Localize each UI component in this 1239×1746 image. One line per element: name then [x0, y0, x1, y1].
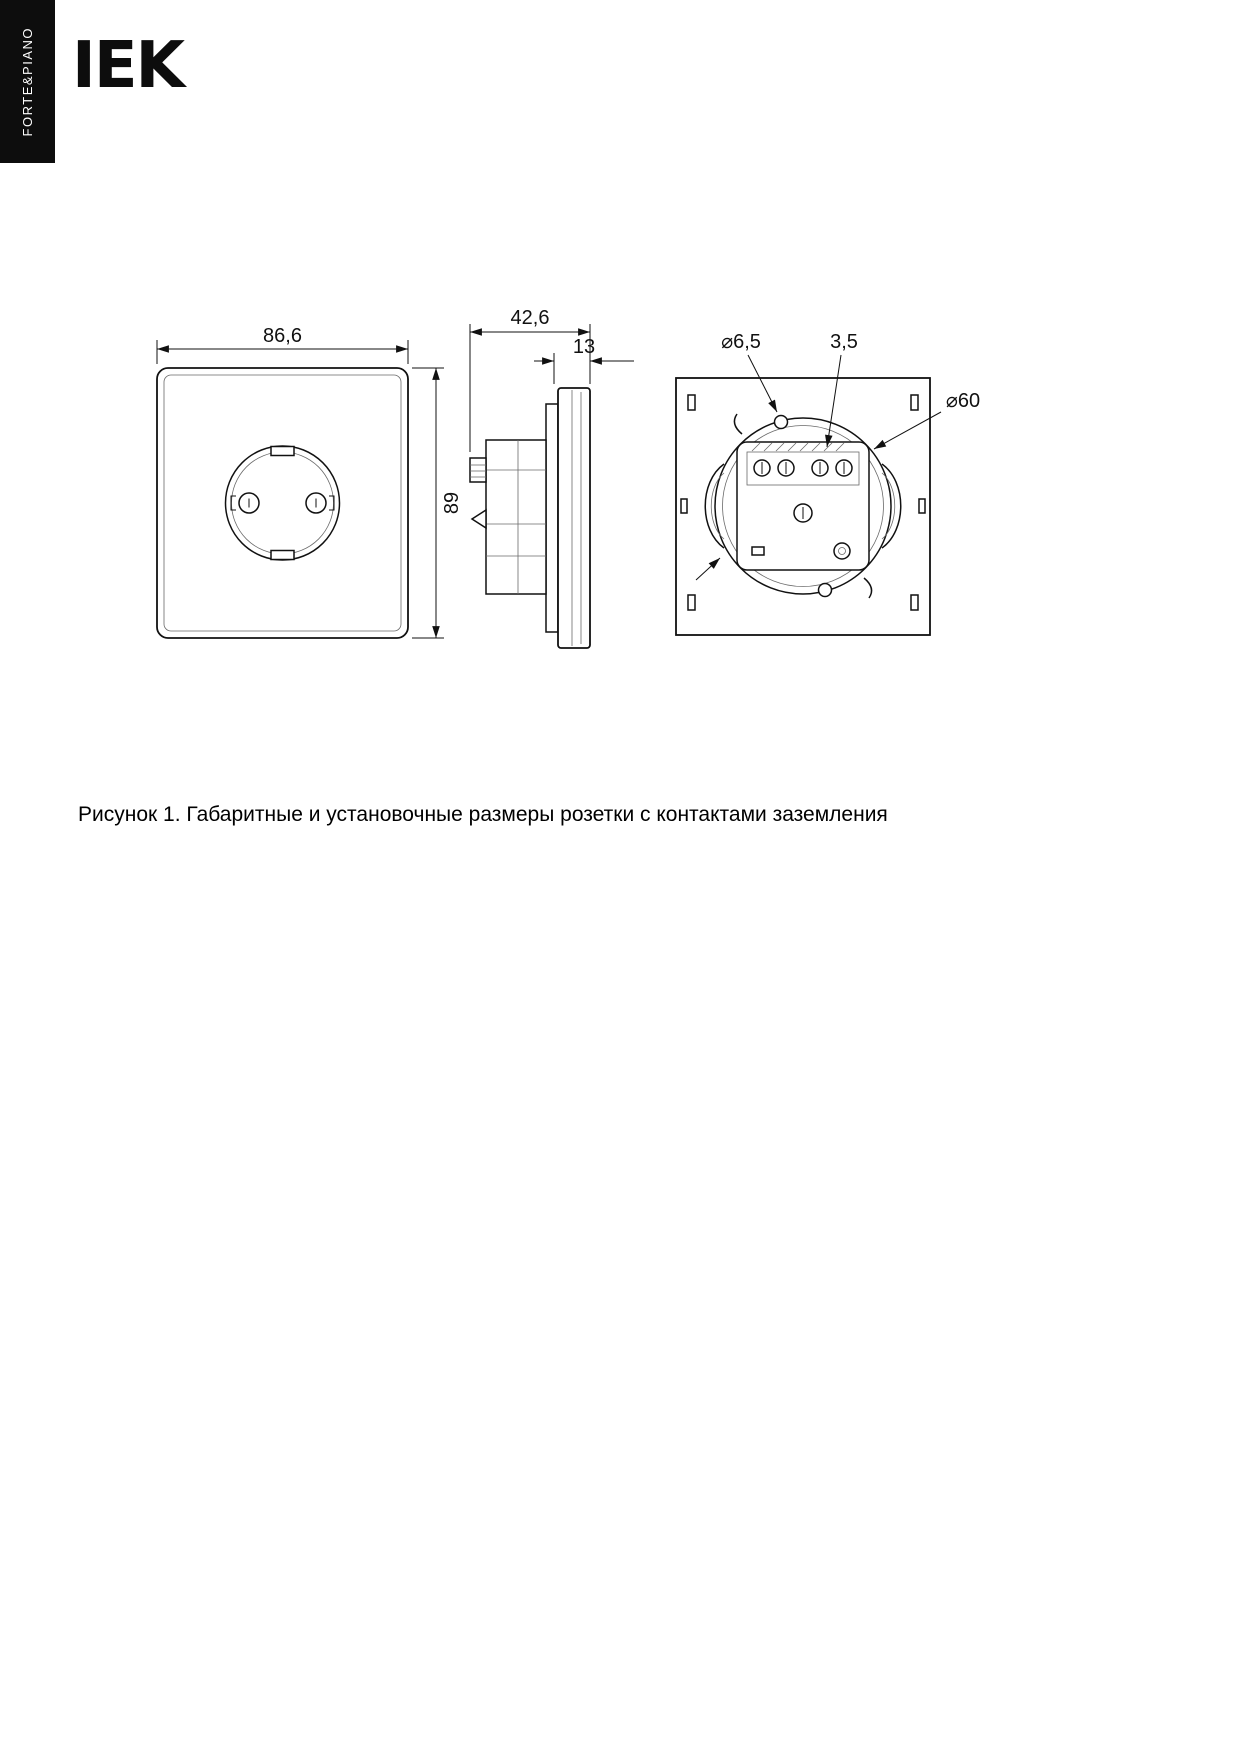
- front-view-drawing: 86,6 89: [156, 325, 463, 639]
- front-height-dimension: 89: [412, 367, 463, 639]
- side-front-thickness-dimension: 13: [534, 336, 634, 384]
- side-front-thickness-label: 13: [573, 336, 595, 358]
- side-depth-dimension: 42,6: [469, 307, 591, 452]
- back-gap-label: 3,5: [830, 331, 858, 353]
- back-diameter-label: ⌀60: [946, 390, 980, 412]
- back-hole-label: ⌀6,5: [721, 331, 761, 353]
- back-gap-callout: 3,5: [825, 331, 858, 448]
- dimension-drawing: 86,6 89: [156, 307, 980, 649]
- iek-logo: IEK: [72, 29, 185, 103]
- side-depth-label: 42,6: [511, 307, 550, 329]
- front-width-dimension: 86,6: [156, 325, 409, 364]
- figure-caption: Рисунок 1. Габаритные и установочные раз…: [78, 803, 888, 826]
- front-width-label: 86,6: [263, 325, 302, 347]
- back-hole-callout: ⌀6,5: [721, 331, 778, 413]
- brand-strip: FORTE&PIANO: [0, 0, 55, 163]
- back-diameter-callout: ⌀60: [873, 390, 980, 450]
- front-height-label: 89: [441, 492, 463, 514]
- side-view-drawing: 42,6 13: [469, 307, 634, 649]
- back-view-drawing: ⌀6,5 3,5 ⌀60: [675, 331, 980, 636]
